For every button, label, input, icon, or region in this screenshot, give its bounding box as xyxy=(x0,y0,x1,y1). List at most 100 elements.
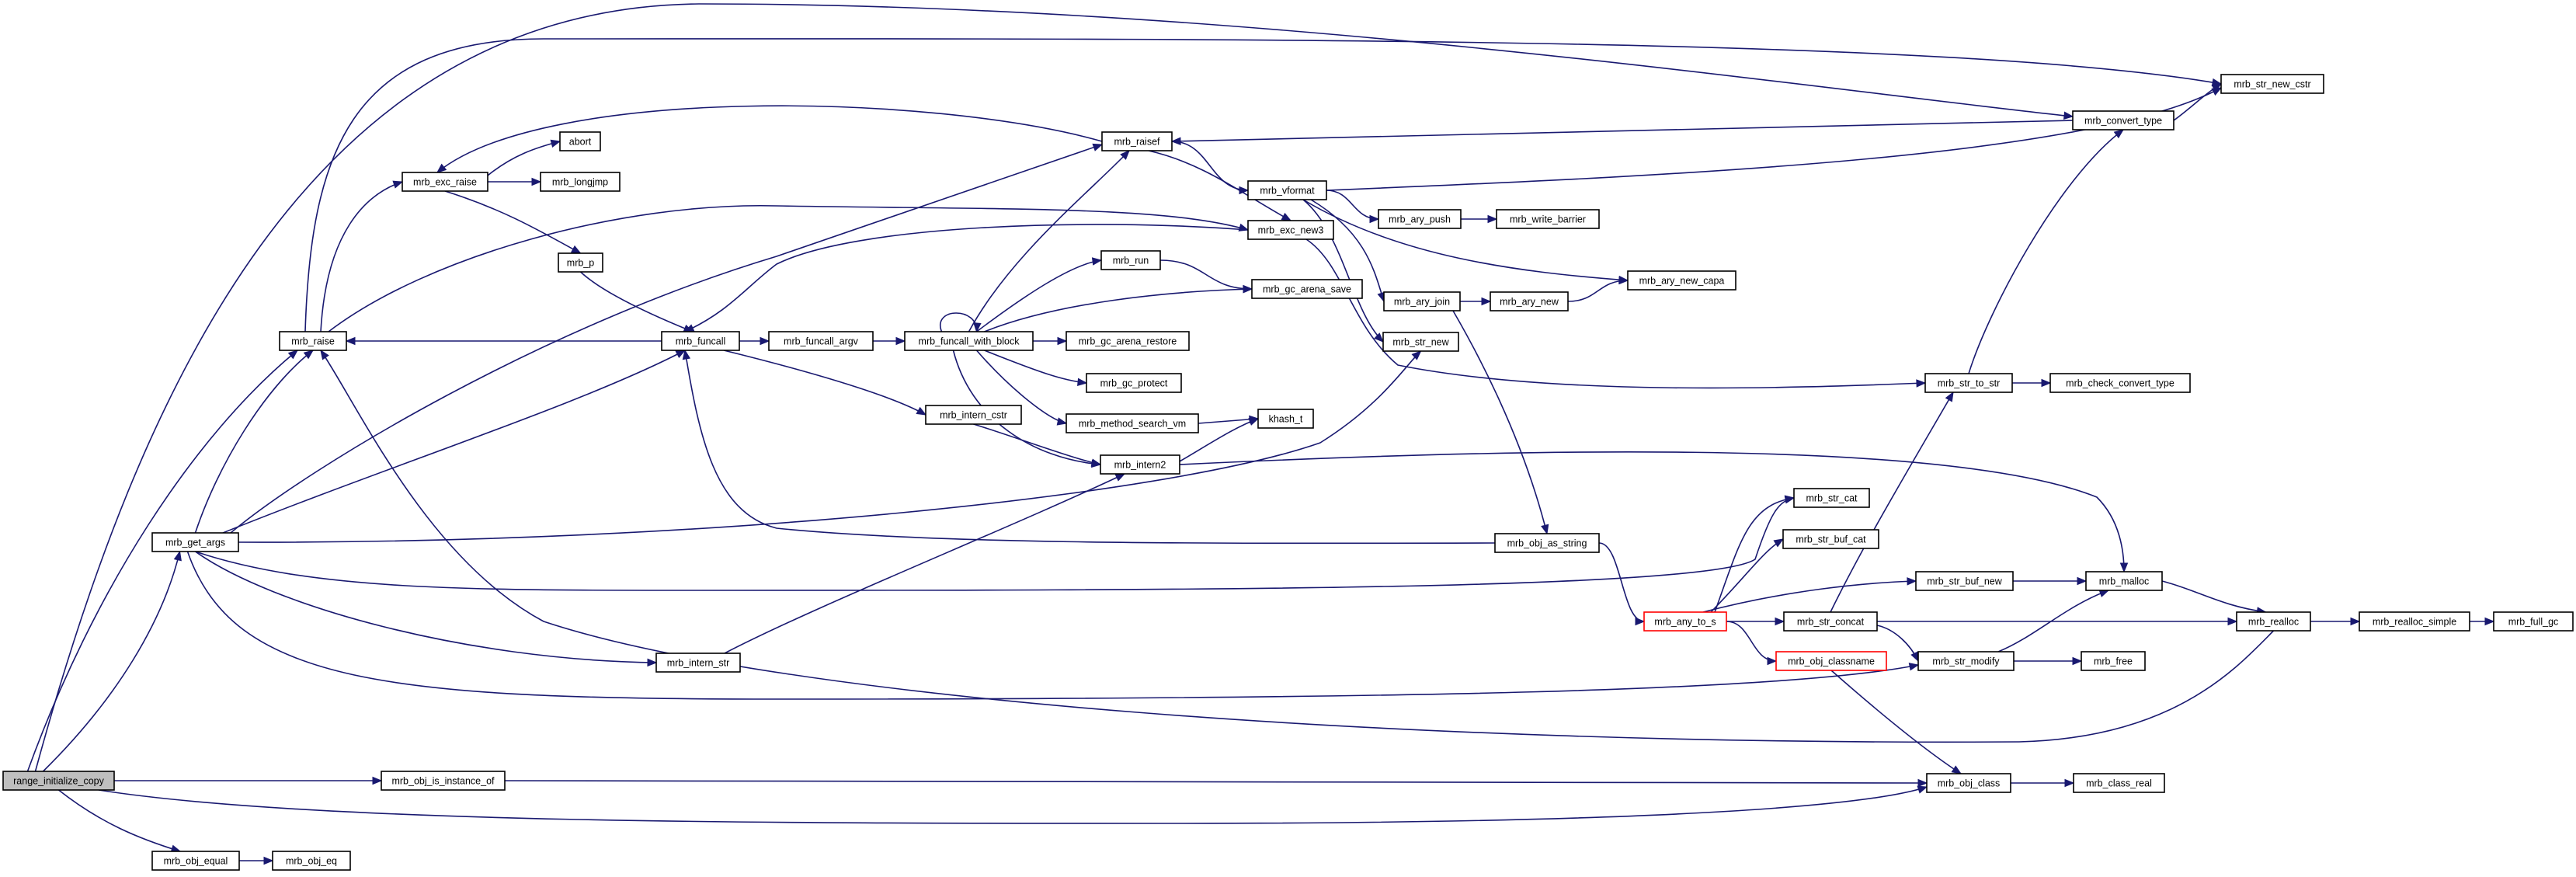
node-mrb-check-convert-type[interactable]: mrb_check_convert_type xyxy=(2049,373,2191,393)
node-mrb-class-real[interactable]: mrb_class_real xyxy=(2073,773,2165,793)
node-mrb-ary-push[interactable]: mrb_ary_push xyxy=(1378,209,1462,229)
node-box[interactable] xyxy=(381,771,506,791)
node-mrb-run[interactable]: mrb_run xyxy=(1100,250,1161,270)
node-box[interactable] xyxy=(1086,373,1182,393)
node-mrb-str-buf-new[interactable]: mrb_str_buf_new xyxy=(1915,571,2014,591)
node-mrb-vformat[interactable]: mrb_vformat xyxy=(1247,180,1327,200)
node-mrb-longjmp[interactable]: mrb_longjmp xyxy=(540,172,621,192)
node-mrb-realloc-simple[interactable]: mrb_realloc_simple xyxy=(2359,611,2470,632)
node-box[interactable] xyxy=(1627,270,1736,291)
node-mrb-obj-as-string[interactable]: mrb_obj_as_string xyxy=(1494,533,1600,553)
node-box[interactable] xyxy=(2359,611,2470,632)
node-mrb-str-modify[interactable]: mrb_str_modify xyxy=(1917,651,2015,671)
node-box[interactable] xyxy=(2049,373,2191,393)
node-box[interactable] xyxy=(1917,651,2015,671)
node-box[interactable] xyxy=(558,252,603,273)
node-box[interactable] xyxy=(1066,331,1190,351)
node-mrb-intern-cstr[interactable]: mrb_intern_cstr xyxy=(925,405,1022,425)
node-box[interactable] xyxy=(151,532,239,552)
node-mrb-ary-new[interactable]: mrb_ary_new xyxy=(1490,291,1569,311)
node-box[interactable] xyxy=(1247,220,1334,240)
node-mrb-intern2[interactable]: mrb_intern2 xyxy=(1100,454,1180,475)
node-abort[interactable]: abort xyxy=(559,131,601,151)
node-box[interactable] xyxy=(1924,373,2013,393)
node-box[interactable] xyxy=(661,331,740,351)
node-mrb-method-search-vm[interactable]: mrb_method_search_vm xyxy=(1066,413,1199,433)
node-box[interactable] xyxy=(1782,529,1879,549)
node-box[interactable] xyxy=(1100,454,1180,475)
node-mrb-raisef[interactable]: mrb_raisef xyxy=(1101,131,1173,151)
node-range-initialize-copy[interactable]: range_initialize_copy xyxy=(2,771,115,791)
node-box[interactable] xyxy=(2085,571,2163,591)
node-box[interactable] xyxy=(2,771,115,791)
node-mrb-str-concat[interactable]: mrb_str_concat xyxy=(1783,611,1878,632)
node-box[interactable] xyxy=(768,331,874,351)
node-mrb-free[interactable]: mrb_free xyxy=(2081,651,2146,671)
node-box[interactable] xyxy=(1793,488,1870,508)
node-mrb-exc-new3[interactable]: mrb_exc_new3 xyxy=(1247,220,1334,240)
node-mrb-malloc[interactable]: mrb_malloc xyxy=(2085,571,2163,591)
node-box[interactable] xyxy=(1100,250,1161,270)
node-box[interactable] xyxy=(1382,332,1459,352)
node-mrb-gc-arena-save[interactable]: mrb_gc_arena_save xyxy=(1251,279,1363,299)
node-box[interactable] xyxy=(1383,291,1461,311)
node-mrb-gc-protect[interactable]: mrb_gc_protect xyxy=(1086,373,1182,393)
node-box[interactable] xyxy=(279,331,347,351)
node-mrb-p[interactable]: mrb_p xyxy=(558,252,603,273)
node-box[interactable] xyxy=(1378,209,1462,229)
node-box[interactable] xyxy=(2073,773,2165,793)
node-mrb-raise[interactable]: mrb_raise xyxy=(279,331,347,351)
node-mrb-obj-equal[interactable]: mrb_obj_equal xyxy=(151,851,240,871)
node-mrb-obj-is-instance-of[interactable]: mrb_obj_is_instance_of xyxy=(381,771,506,791)
node-mrb-funcall[interactable]: mrb_funcall xyxy=(661,331,740,351)
node-box[interactable] xyxy=(1926,773,2011,793)
node-box[interactable] xyxy=(1915,571,2014,591)
node-mrb-ary-new-capa[interactable]: mrb_ary_new_capa xyxy=(1627,270,1736,291)
node-box[interactable] xyxy=(1247,180,1327,200)
node-box[interactable] xyxy=(2081,651,2146,671)
node-box[interactable] xyxy=(1496,209,1600,229)
node-box[interactable] xyxy=(1066,413,1199,433)
node-box[interactable] xyxy=(1643,611,1727,632)
node-mrb-obj-eq[interactable]: mrb_obj_eq xyxy=(272,851,351,871)
node-box[interactable] xyxy=(1251,279,1363,299)
node-mrb-obj-class[interactable]: mrb_obj_class xyxy=(1926,773,2011,793)
node-box[interactable] xyxy=(2072,110,2174,131)
node-mrb-funcall-argv[interactable]: mrb_funcall_argv xyxy=(768,331,874,351)
node-box[interactable] xyxy=(540,172,621,192)
node-mrb-gc-arena-restore[interactable]: mrb_gc_arena_restore xyxy=(1066,331,1190,351)
node-mrb-obj-classname[interactable]: mrb_obj_classname xyxy=(1775,651,1887,671)
node-box[interactable] xyxy=(1783,611,1878,632)
node-box[interactable] xyxy=(1490,291,1569,311)
node-box[interactable] xyxy=(1494,533,1600,553)
node-box[interactable] xyxy=(402,172,488,192)
node-mrb-str-cat[interactable]: mrb_str_cat xyxy=(1793,488,1870,508)
node-mrb-get-args[interactable]: mrb_get_args xyxy=(151,532,239,552)
node-box[interactable] xyxy=(904,331,1034,351)
node-mrb-exc-raise[interactable]: mrb_exc_raise xyxy=(402,172,488,192)
node-mrb-ary-join[interactable]: mrb_ary_join xyxy=(1383,291,1461,311)
node-mrb-realloc[interactable]: mrb_realloc xyxy=(2236,611,2311,632)
node-box[interactable] xyxy=(272,851,351,871)
node-mrb-intern-str[interactable]: mrb_intern_str xyxy=(655,653,741,673)
node-mrb-str-to-str[interactable]: mrb_str_to_str xyxy=(1924,373,2013,393)
node-mrb-str-new-cstr[interactable]: mrb_str_new_cstr xyxy=(2220,74,2324,94)
node-mrb-convert-type[interactable]: mrb_convert_type xyxy=(2072,110,2174,131)
node-box[interactable] xyxy=(151,851,240,871)
node-mrb-str-new[interactable]: mrb_str_new xyxy=(1382,332,1459,352)
node-mrb-any-to-s[interactable]: mrb_any_to_s xyxy=(1643,611,1727,632)
node-box[interactable] xyxy=(1101,131,1173,151)
node-box[interactable] xyxy=(1257,409,1314,429)
node-box[interactable] xyxy=(2220,74,2324,94)
node-mrb-write-barrier[interactable]: mrb_write_barrier xyxy=(1496,209,1600,229)
node-mrb-full-gc[interactable]: mrb_full_gc xyxy=(2493,611,2574,632)
node-box[interactable] xyxy=(655,653,741,673)
node-mrb-funcall-with-block[interactable]: mrb_funcall_with_block xyxy=(904,331,1034,351)
node-mrb-str-buf-cat[interactable]: mrb_str_buf_cat xyxy=(1782,529,1879,549)
node-box[interactable] xyxy=(2236,611,2311,632)
node-box[interactable] xyxy=(1775,651,1887,671)
node-khash-t[interactable]: khash_t xyxy=(1257,409,1314,429)
node-box[interactable] xyxy=(559,131,601,151)
node-box[interactable] xyxy=(2493,611,2574,632)
node-box[interactable] xyxy=(925,405,1022,425)
